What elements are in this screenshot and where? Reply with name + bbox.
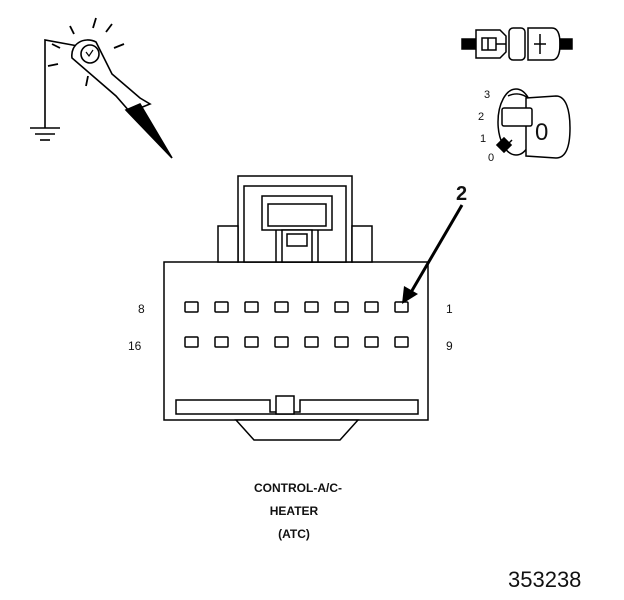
connector-housing xyxy=(163,175,429,441)
pin-row-bottom xyxy=(184,336,409,348)
callout-arrow xyxy=(402,204,464,304)
ignition-position-2: 2 xyxy=(478,111,484,123)
pin-label-16: 16 xyxy=(128,339,142,353)
ground-symbol-icon xyxy=(30,127,60,141)
caption-line-3: (ATC) xyxy=(278,527,310,541)
test-light-icon xyxy=(44,39,173,159)
ignition-position-3: 3 xyxy=(484,89,490,101)
ignition-position-1: 1 xyxy=(480,133,486,145)
pin-label-1: 1 xyxy=(446,302,453,316)
figure-number: 353238 xyxy=(508,567,581,592)
test-light-glow-rays xyxy=(47,17,125,87)
connector-disconnected-icon xyxy=(461,27,573,61)
key-label: 0 xyxy=(535,119,548,146)
pin-row-top xyxy=(184,301,409,313)
caption-line-2: HEATER xyxy=(270,504,319,518)
callout-number: 2 xyxy=(456,183,467,205)
caption-line-1: CONTROL-A/C- xyxy=(254,481,342,495)
ignition-position-0: 0 xyxy=(488,152,494,164)
pin-label-9: 9 xyxy=(446,339,453,353)
pin-label-8: 8 xyxy=(138,302,145,316)
ignition-key-icon xyxy=(495,88,571,159)
